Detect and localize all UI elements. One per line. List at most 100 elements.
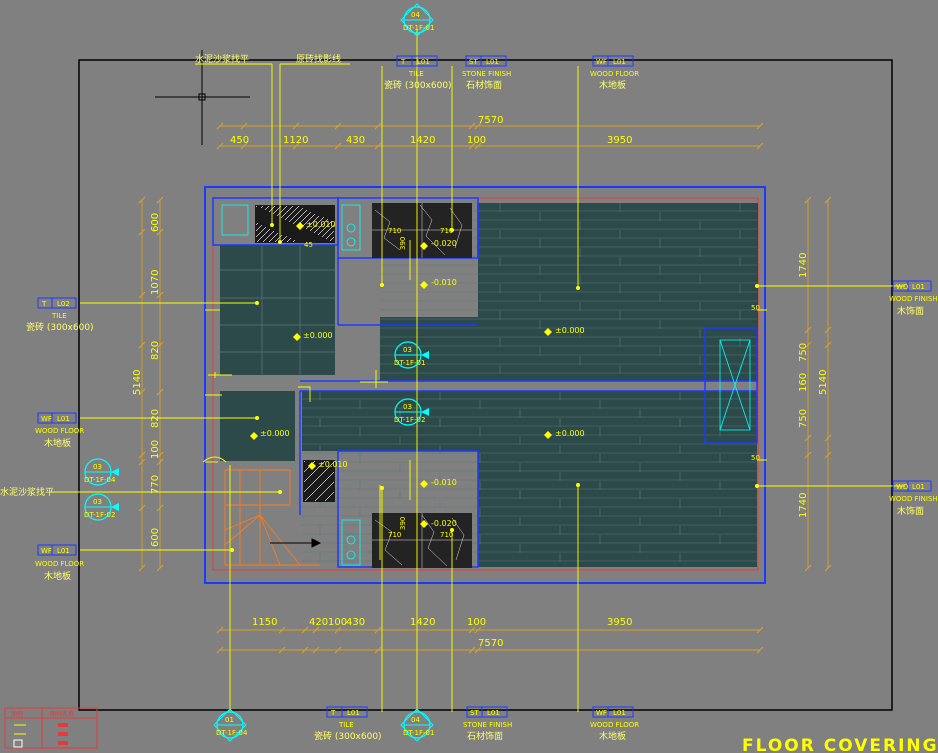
section-marker-mid-2: 03 DT-1F-02 bbox=[394, 398, 429, 426]
section-top-ref: DT-1F-01 bbox=[403, 24, 434, 32]
section-bl-ref: DT-1F-04 bbox=[216, 729, 248, 737]
tag-wf-bottom-cn: 木地板 bbox=[599, 730, 626, 742]
tag-stone-top: ST L01 STONE FINISH 石材饰面 bbox=[462, 55, 511, 91]
tag-wood-finish-right-1: WD L01 WOOD FINISH 木饰面 bbox=[889, 280, 938, 317]
tag-wf-top-ref: L01 bbox=[613, 58, 626, 66]
legend-box: 图例 图例名称 bbox=[4, 707, 98, 749]
section-mid1-num: 03 bbox=[403, 346, 412, 354]
room-label-50-a: 50 bbox=[751, 304, 760, 312]
dim-right-1: 750 bbox=[798, 343, 809, 362]
sheet-frame bbox=[78, 59, 893, 711]
tag-tile-bottom-cn: 瓷砖 (300x600) bbox=[314, 730, 382, 742]
section-mid2-num: 03 bbox=[403, 403, 412, 411]
bottom-dimension-labels: 1150 420 100 430 1420 100 3950 7570 bbox=[252, 617, 632, 649]
level-upper-bath: -0.010 bbox=[431, 278, 457, 287]
left-dimension-labels: 600 1070 820 820 100 770 600 5140 bbox=[132, 213, 161, 547]
legend-header-left: 图例 bbox=[11, 710, 23, 718]
tag-wood-floor-top: WF L01 WOOD FLOOR 木地板 bbox=[590, 55, 639, 91]
dim-right-3: 750 bbox=[798, 409, 809, 428]
tag-wfl1-cn: 木地板 bbox=[44, 437, 71, 449]
section-bl-num: 01 bbox=[225, 716, 234, 724]
dim-top-4: 100 bbox=[467, 135, 486, 146]
tag-tile-bottom-code: T bbox=[330, 709, 336, 717]
tag-stone-bottom-cn: 石材饰面 bbox=[467, 730, 503, 742]
dimension-ticks bbox=[138, 122, 832, 654]
callout-cement-left: 水泥沙浆找平 bbox=[0, 486, 54, 498]
section-marker-left-02: 03 DT-1F-02 bbox=[84, 493, 119, 521]
right-dimension-labels: 1740 750 160 750 1740 5140 bbox=[798, 253, 829, 518]
door-symbols bbox=[202, 309, 767, 463]
tag-wfl2-en: WOOD FLOOR bbox=[35, 560, 84, 568]
dim-bottom-2: 100 bbox=[328, 617, 347, 628]
tag-wfl1-en: WOOD FLOOR bbox=[35, 427, 84, 435]
dim-bottom-0: 1150 bbox=[252, 617, 277, 628]
dim-left-4: 100 bbox=[150, 440, 161, 459]
dim-top-2: 430 bbox=[346, 135, 365, 146]
tag-wd2-ref: L01 bbox=[912, 483, 925, 491]
section-marker-bottom: 04 DT-1F-01 bbox=[400, 708, 434, 742]
section-marker-bottom-left: 01 DT-1F-04 bbox=[213, 708, 248, 742]
tag-tile-top-code: T bbox=[400, 58, 406, 66]
level-lower-stone: ±0.010 bbox=[318, 460, 348, 469]
plank-lines-lower bbox=[302, 391, 757, 562]
tag-tile-left: T L02 TILE 瓷砖 (300x600) bbox=[26, 297, 94, 333]
tag-wf-top-en: WOOD FLOOR bbox=[590, 70, 639, 78]
dim-right-0: 1740 bbox=[798, 253, 809, 278]
plan-body bbox=[202, 186, 767, 584]
legend-header-right: 图例名称 bbox=[50, 710, 74, 718]
dim-left-6: 600 bbox=[150, 528, 161, 547]
callout-tile-shadow: 原砖找影线 bbox=[296, 53, 341, 65]
outer-wall bbox=[204, 186, 766, 584]
section-mid1-ref: DT-1F-01 bbox=[394, 359, 425, 367]
dim-left-3: 820 bbox=[150, 409, 161, 428]
section-marker-mid-1: 03 DT-1F-01 bbox=[394, 341, 429, 369]
tag-wd2-cn: 木饰面 bbox=[897, 505, 924, 517]
tag-wfl1-ref: L01 bbox=[57, 415, 70, 423]
dimension-lines bbox=[141, 125, 829, 651]
tag-wfl2-code: WF bbox=[41, 547, 52, 555]
level-upper-shower: -0.020 bbox=[431, 239, 457, 248]
tag-wfl2-cn: 木地板 bbox=[44, 570, 71, 582]
tag-stone-top-ref: L01 bbox=[486, 58, 499, 66]
tag-tile-bottom-en: TILE bbox=[338, 721, 354, 729]
dim-top-1: 1120 bbox=[283, 135, 308, 146]
callout-cement-top: 水泥沙浆找平 bbox=[195, 53, 249, 65]
tag-wf-top-code: WF bbox=[596, 58, 607, 66]
tag-wfl1-code: WF bbox=[41, 415, 52, 423]
dim-left-0: 600 bbox=[150, 213, 161, 232]
tag-stone-top-cn: 石材饰面 bbox=[466, 79, 502, 91]
dim-top-5: 3950 bbox=[607, 135, 632, 146]
dim-right-4: 1740 bbox=[798, 493, 809, 518]
dim-right-total: 5140 bbox=[818, 370, 829, 395]
level-marks bbox=[250, 222, 552, 528]
section-mid2-ref: DT-1F-02 bbox=[394, 416, 425, 424]
tag-stone-bottom: ST L01 STONE FINISH 石材饰面 bbox=[463, 706, 512, 742]
top-dimension-labels: 450 1120 430 1420 100 3950 7570 bbox=[230, 115, 632, 146]
tag-tile-bottom: T L01 TILE 瓷砖 (300x600) bbox=[314, 706, 382, 742]
tag-tile-top: T L01 TILE 瓷砖 (300x600) bbox=[384, 55, 452, 91]
level-lower-bath: -0.010 bbox=[431, 478, 457, 487]
dim-right-2: 160 bbox=[798, 373, 809, 392]
dim-left-2: 820 bbox=[150, 341, 161, 360]
section-bottom-ref: DT-1F-01 bbox=[403, 729, 434, 737]
tile-floor-left bbox=[220, 245, 335, 375]
speckle-texture bbox=[256, 206, 334, 501]
plank-lines-upper bbox=[380, 203, 757, 374]
leader-lines bbox=[50, 30, 905, 712]
tag-stone-bottom-code: ST bbox=[470, 709, 479, 717]
wood-floor-left bbox=[220, 391, 295, 461]
tile-grid bbox=[220, 245, 335, 375]
staircase bbox=[224, 469, 320, 566]
tag-wd2-en: WOOD FINISH bbox=[889, 495, 938, 503]
crosshair-cursor-icon bbox=[155, 50, 250, 145]
section-top-num: 04 bbox=[411, 11, 420, 19]
tag-wood-finish-right-2: WD L01 WOOD FINISH 木饰面 bbox=[889, 480, 938, 517]
tag-wd1-en: WOOD FINISH bbox=[889, 295, 938, 303]
tag-stone-top-en: STONE FINISH bbox=[462, 70, 511, 78]
tag-stone-bottom-en: STONE FINISH bbox=[463, 721, 512, 729]
level-lower-wood: ±0.000 bbox=[555, 429, 585, 438]
stair-arrow bbox=[270, 538, 322, 548]
room-label-390-a: 390 bbox=[399, 237, 407, 250]
room-label-390-b: 390 bbox=[399, 517, 407, 530]
wood-floor-lower-right bbox=[478, 451, 757, 567]
